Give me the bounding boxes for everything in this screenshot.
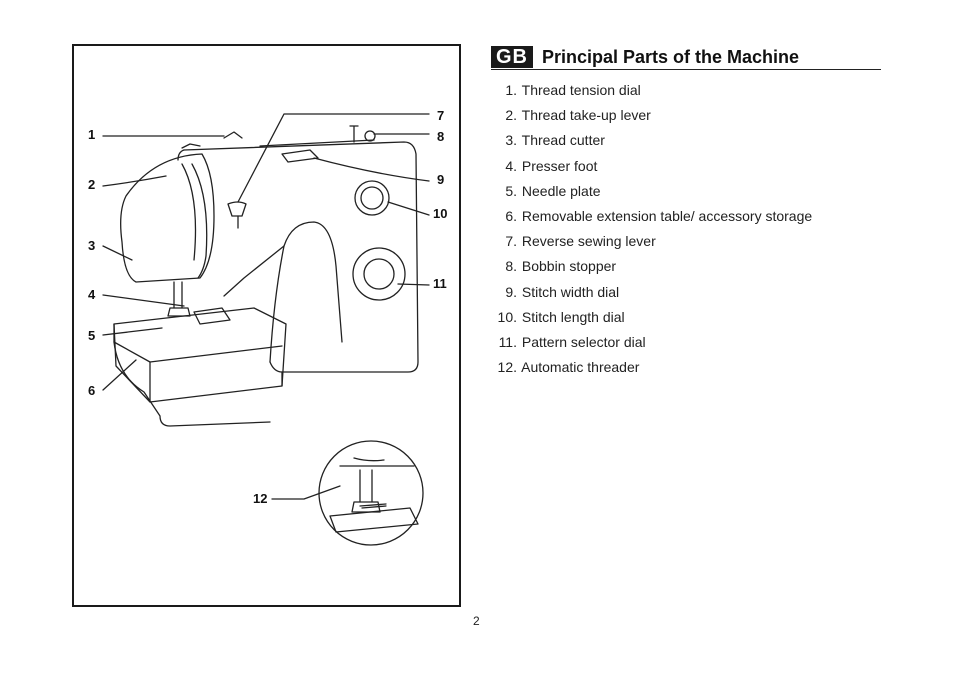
callout-3: 3: [88, 238, 96, 253]
item-label: Presser foot: [521, 157, 598, 174]
callout-2: 2: [88, 177, 96, 192]
list-item: 9. Stitch width dial: [491, 280, 881, 305]
callout-7: 7: [437, 108, 445, 123]
callout-1: 1: [88, 127, 96, 142]
callout-10: 10: [433, 206, 448, 221]
item-label: Stitch width dial: [521, 283, 620, 300]
item-number: 3.: [505, 132, 517, 149]
item-number: 12.: [497, 359, 517, 376]
item-label: Needle plate: [521, 182, 601, 199]
list-item: 3. Thread cutter: [491, 128, 881, 153]
list-item: 11. Pattern selector dial: [491, 330, 881, 355]
callout-5: 5: [88, 328, 96, 343]
parts-list: 1. Thread tension dial 2. Thread take-up…: [491, 78, 881, 380]
callout-11: 11: [433, 276, 447, 291]
callout-6: 6: [88, 383, 96, 398]
item-label: Stitch length dial: [521, 308, 625, 325]
item-label: Thread cutter: [521, 132, 605, 149]
callout-8: 8: [437, 129, 445, 144]
sewing-machine-illustration: [102, 113, 430, 546]
item-label: Thread take-up lever: [521, 107, 651, 124]
item-number: 7.: [505, 233, 517, 250]
section-header: GB Principal Parts of the Machine: [491, 45, 881, 70]
item-label: Bobbin stopper: [521, 258, 617, 275]
item-label: Automatic threader: [521, 359, 640, 376]
page-number: 2: [473, 614, 480, 628]
list-item: 6. Removable extension table/ accessory …: [491, 204, 881, 229]
page-title: Principal Parts of the Machine: [542, 47, 800, 67]
list-item: 1. Thread tension dial: [491, 78, 881, 103]
language-badge: GB: [491, 46, 533, 68]
callout-4: 4: [88, 287, 96, 302]
list-item: 4. Presser foot: [491, 154, 881, 179]
parts-section: GB Principal Parts of the Machine 1. Thr…: [491, 45, 881, 380]
machine-illustration-frame: 1 2 3 4 5 6 7 8 9 10 11 12: [72, 44, 461, 607]
item-number: 2.: [505, 107, 517, 124]
item-number: 4.: [505, 157, 517, 174]
item-label: Thread tension dial: [521, 82, 641, 98]
item-number: 10.: [497, 308, 517, 325]
item-number: 6.: [505, 207, 517, 224]
item-number: 1.: [505, 82, 517, 98]
callout-12: 12: [253, 491, 268, 506]
item-number: 11.: [498, 333, 517, 350]
item-number: 5.: [505, 182, 517, 199]
item-label: Removable extension table/ accessory sto…: [521, 207, 813, 224]
item-number: 8.: [505, 258, 517, 275]
list-item: 2. Thread take-up lever: [491, 103, 881, 128]
item-label: Reverse sewing lever: [521, 233, 656, 250]
list-item: 7. Reverse sewing lever: [491, 229, 881, 254]
list-item: 5. Needle plate: [491, 179, 881, 204]
item-label: Pattern selector dial: [521, 333, 646, 350]
callout-9: 9: [437, 172, 445, 187]
list-item: 10. Stitch length dial: [491, 305, 881, 330]
list-item: 12. Automatic threader: [491, 355, 881, 380]
list-item: 8. Bobbin stopper: [491, 254, 881, 279]
item-number: 9.: [505, 283, 517, 300]
